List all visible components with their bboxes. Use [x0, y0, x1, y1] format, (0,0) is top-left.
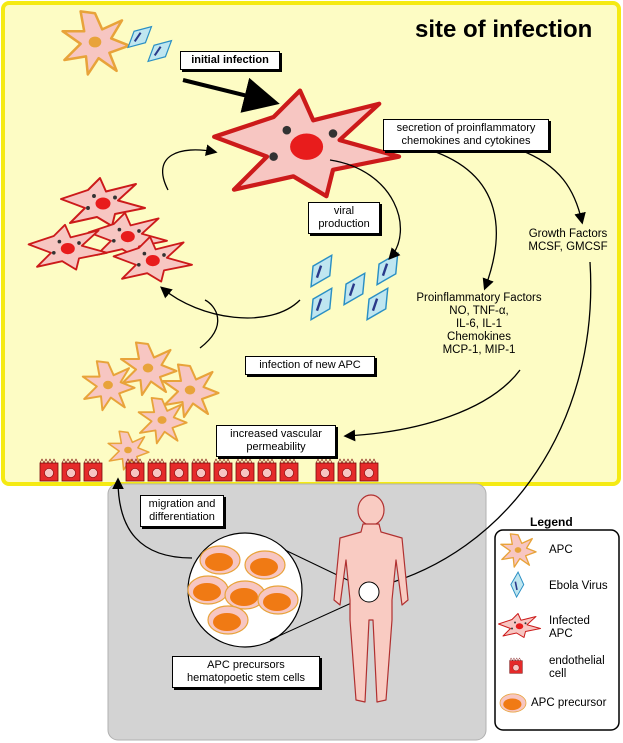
chemokines-list: MCP-1, MIP-1	[442, 344, 516, 356]
bone-marrow-site	[358, 581, 380, 603]
growth-factors-list: MCSF, GMCSF	[528, 241, 608, 253]
secretion-to-proinflammatory-arrow	[429, 149, 497, 291]
precursor-3	[187, 575, 229, 605]
secretion-to-growth-arrow	[519, 149, 586, 225]
secretion-label: secretion of proinflammatory chemokines …	[383, 119, 549, 151]
permeability-arrow	[343, 369, 521, 442]
apc-precursors-label: APC precursors hematopoetic stem cells	[172, 656, 320, 688]
legend-title: Legend	[530, 515, 573, 529]
precursor-2	[244, 550, 286, 580]
proinflammatory-title: Proinflammatory Factors	[416, 292, 542, 304]
growth-factors-title: Growth Factors	[528, 228, 608, 240]
zoom-line-top	[284, 549, 359, 586]
reinfection-arrow	[160, 286, 301, 319]
legend-label-apc: APC	[549, 544, 573, 556]
growth-factor-to-body-arrow	[369, 261, 592, 592]
apc-precursors-text: APC precursors	[207, 659, 285, 671]
proinflammatory-line-2: IL-6, IL-1	[455, 318, 503, 330]
infection-new-apc-label: infection of new APC	[245, 356, 375, 375]
apc-precursor-icon	[499, 693, 527, 713]
zoom-line-bottom	[269, 599, 359, 641]
legend-label-ebola: Ebola Virus	[549, 580, 608, 592]
legend-label-infected: Infected APC	[549, 615, 590, 640]
migration-label: migration and differentiation	[140, 495, 224, 527]
migration-arrow	[112, 477, 193, 559]
legend-box	[494, 529, 620, 731]
precursor-5	[257, 585, 299, 615]
viral-production-label: viral production	[308, 202, 380, 234]
legend-label-precursor: APC precursor	[531, 697, 607, 709]
page-title: site of infection	[415, 16, 593, 43]
stem-cells-text: hematopoetic stem cells	[187, 672, 305, 684]
precursor-1	[199, 545, 241, 575]
new-apc-arrow	[199, 299, 219, 349]
cycle-arrow-up	[162, 144, 218, 191]
viral-production-arrow	[329, 159, 401, 260]
initial-infection-arrow	[182, 77, 280, 113]
precursor-6	[207, 605, 249, 635]
legend-label-endothelial: endothelial cell	[549, 655, 605, 680]
chemokines-title: Chemokines	[447, 331, 511, 343]
proinflammatory-line-1: NO, TNF-α,	[449, 305, 509, 317]
initial-infection-label: initial infection	[180, 51, 280, 70]
human-figure	[333, 494, 409, 703]
vascular-permeability-label: increased vascular permeability	[216, 425, 336, 457]
